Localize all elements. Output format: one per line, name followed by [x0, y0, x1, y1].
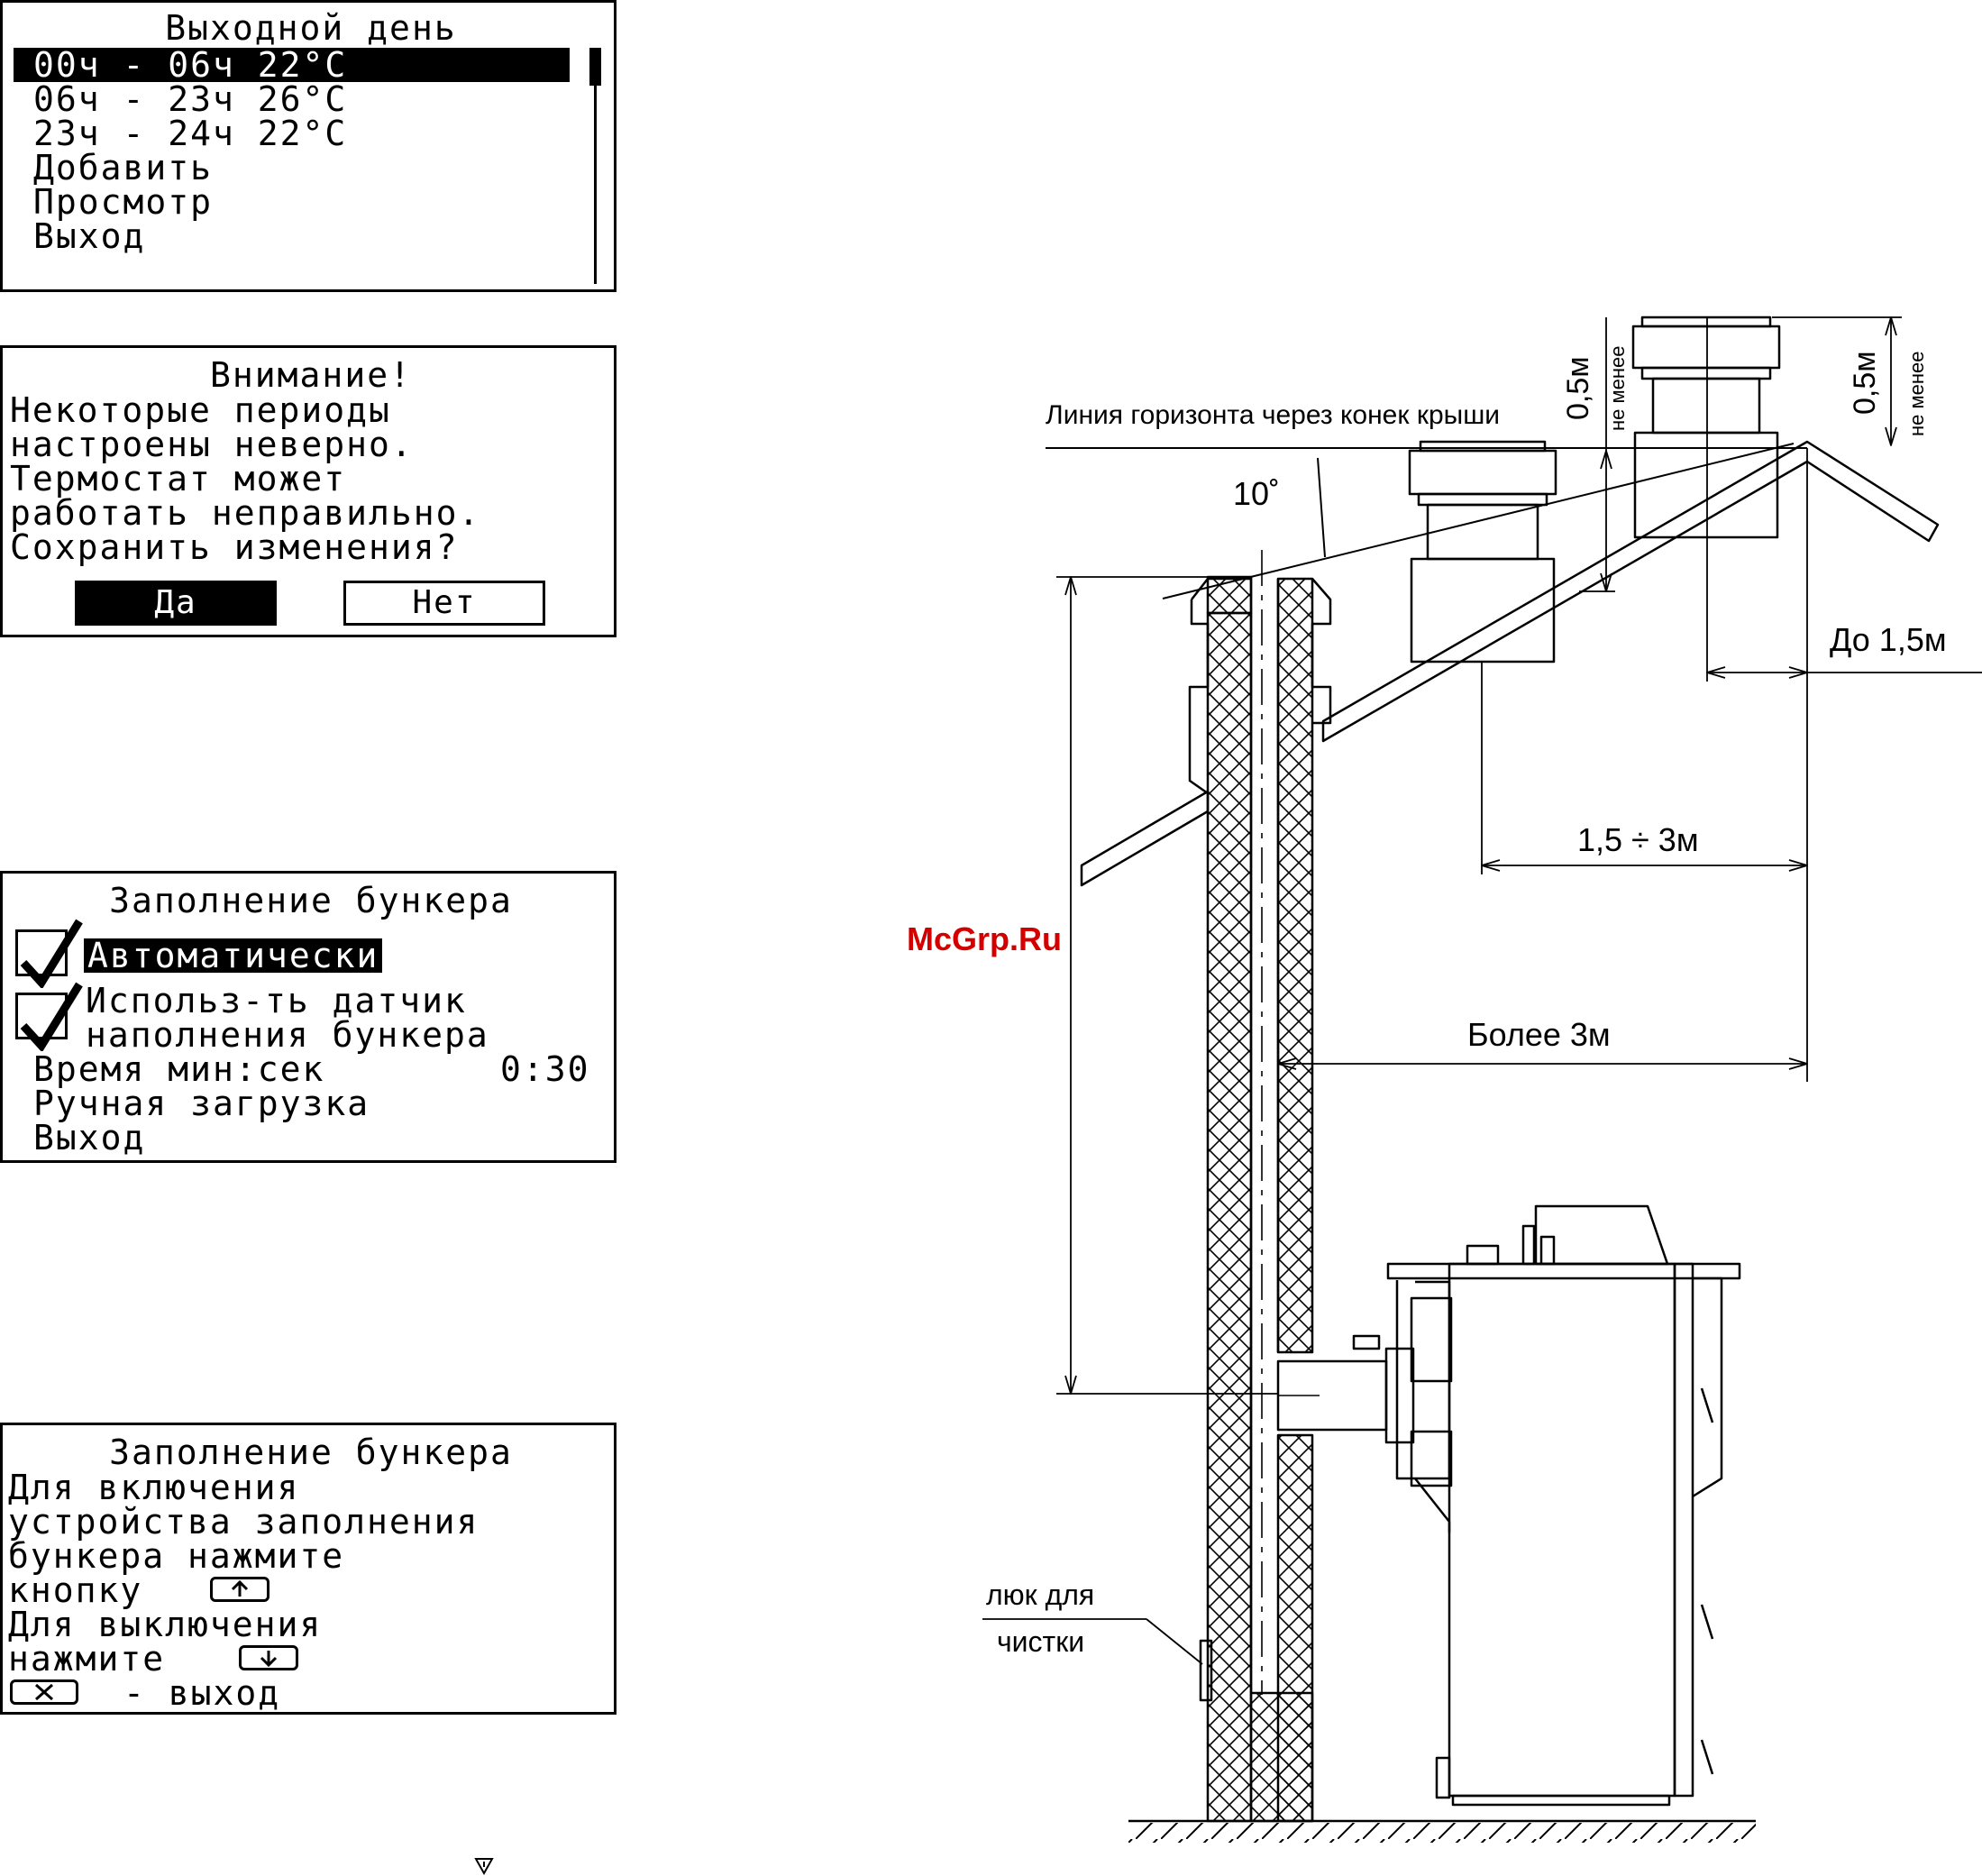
- bunker-help-panel: Заполнение бункера Для включения устройс…: [0, 1423, 617, 1715]
- angle-arrow-line: [1317, 457, 1326, 558]
- dim-05-left: 0,5м: [1561, 356, 1595, 420]
- manual-load-item[interactable]: Ручная загрузка: [33, 1084, 370, 1123]
- dimension-lines: [982, 316, 1982, 1665]
- warning-text-line: Термостат может: [10, 459, 347, 499]
- help-text-line: бункера нажмите: [8, 1536, 345, 1576]
- hatch-label-line-2: чистки: [997, 1625, 1084, 1658]
- help-text-line: кнопку: [8, 1570, 143, 1610]
- add-menu-item[interactable]: Добавить: [33, 148, 214, 188]
- caution-icon: [474, 1858, 494, 1876]
- checkmark-icon: [20, 982, 83, 1051]
- sensor-option-line-1[interactable]: Использ-ть датчик: [86, 981, 467, 1020]
- help-text-line: устройства заполнения: [8, 1502, 480, 1542]
- schedule-item[interactable]: 00ч - 06ч 22°C: [14, 48, 570, 82]
- warning-text-line: настроены неверно.: [10, 425, 414, 464]
- yes-button[interactable]: Да: [75, 581, 277, 626]
- exit-menu-item[interactable]: Выход: [33, 1118, 146, 1158]
- sensor-checkbox[interactable]: [15, 982, 83, 1051]
- warning-text-line: работать неправильно.: [10, 493, 481, 533]
- dim-05-right: 0,5м: [1848, 351, 1882, 415]
- dim-more-3-label: Более 3м: [1467, 1016, 1611, 1053]
- bunker-panel-title: Заполнение бункера: [109, 881, 513, 920]
- bunker-help-title: Заполнение бункера: [109, 1432, 513, 1472]
- close-key-icon: [10, 1679, 78, 1705]
- horizon-label: Линия горизонта через конек крыши: [1046, 400, 1500, 430]
- dim-15-3-label: 1,5 ÷ 3м: [1577, 821, 1699, 858]
- schedule-item[interactable]: 23ч - 24ч 22°C: [33, 114, 348, 153]
- warning-text-line: Некоторые периоды: [10, 390, 391, 430]
- chimney-pipe-right: [1631, 316, 1781, 539]
- auto-checkbox[interactable]: [15, 919, 83, 988]
- help-text-line: - выход: [123, 1673, 281, 1713]
- up-arrow-key-icon: [210, 1577, 269, 1602]
- weekend-panel-title: Выходной день: [165, 8, 457, 48]
- exit-menu-item[interactable]: Выход: [33, 216, 146, 256]
- dim-upto-15-label: До 1,5м: [1830, 621, 1947, 658]
- not-less-right: не менее: [1905, 352, 1928, 436]
- checkmark-icon: [20, 919, 83, 988]
- weekend-schedule-panel: Выходной день 00ч - 06ч 22°C 06ч - 23ч 2…: [0, 0, 617, 292]
- warning-dialog: Внимание! Некоторые периоды настроены не…: [0, 345, 617, 637]
- no-button[interactable]: Нет: [343, 581, 545, 626]
- help-text-line: нажмите: [8, 1639, 166, 1679]
- hatch-label-line-1: люк для: [986, 1579, 1094, 1611]
- boiler: [1276, 1204, 1741, 1807]
- sensor-option-line-2[interactable]: наполнения бункера: [86, 1015, 489, 1055]
- time-setting-label[interactable]: Время мин:сек: [33, 1049, 325, 1089]
- angle-line: [1162, 443, 1795, 599]
- chimney-wall: [1188, 550, 1332, 1823]
- not-less-left: не менее: [1606, 346, 1629, 431]
- schedule-item[interactable]: 06ч - 23ч 26°C: [33, 79, 348, 119]
- time-setting-value[interactable]: 0:30: [500, 1049, 590, 1089]
- chimney-pipe-middle: [1408, 440, 1557, 663]
- help-text-line: Для выключения: [8, 1605, 323, 1644]
- scrollbar-thumb[interactable]: [589, 48, 601, 86]
- scrollbar-track[interactable]: [594, 48, 597, 284]
- help-text-line: Для включения: [8, 1468, 300, 1507]
- warning-title: Внимание!: [210, 355, 412, 395]
- view-menu-item[interactable]: Просмотр: [33, 182, 214, 222]
- bunker-fill-panel: Заполнение бункера Автоматически Использ…: [0, 871, 617, 1163]
- angle-label: 10˚: [1233, 475, 1280, 512]
- warning-text-line: Сохранить изменения?: [10, 527, 459, 567]
- watermark: McGrp.Ru: [907, 920, 1062, 957]
- down-arrow-key-icon: [239, 1645, 298, 1670]
- auto-option[interactable]: Автоматически: [84, 938, 383, 973]
